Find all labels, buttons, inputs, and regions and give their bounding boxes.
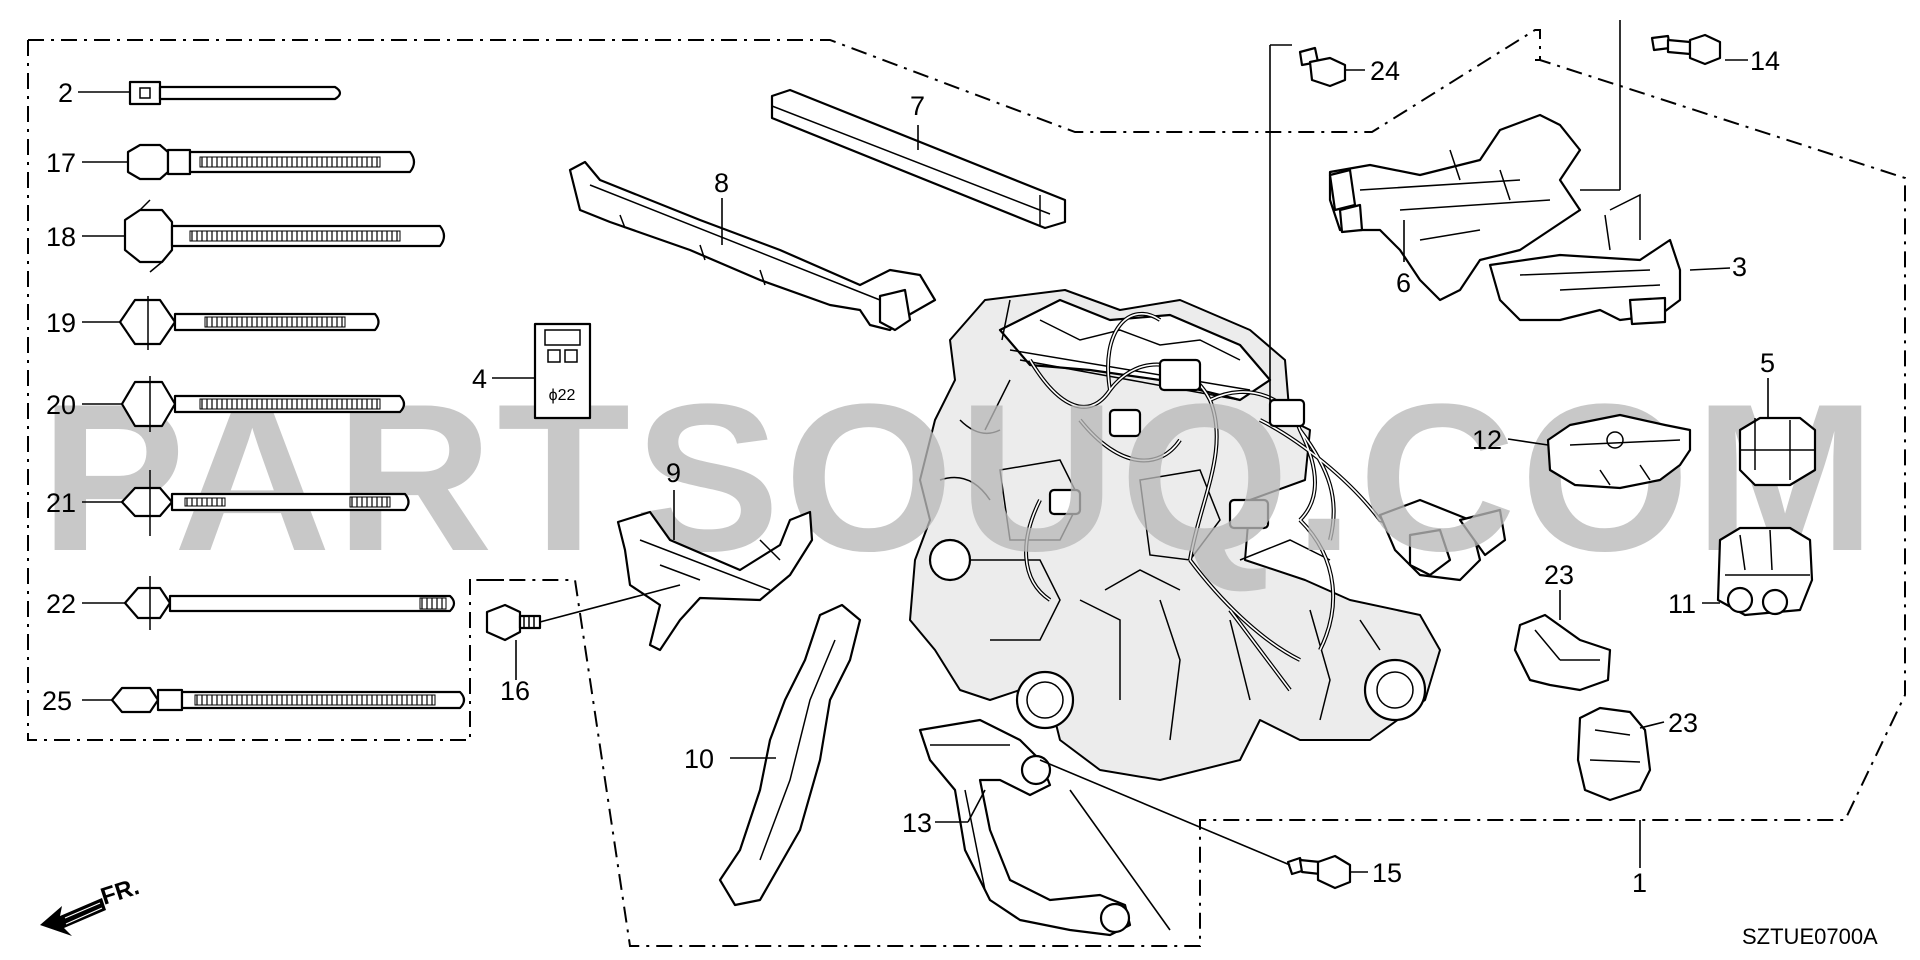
callout-labels: 2 17 18 19 20 21 22 25 4 16 7 8 9 10 13 … [42,46,1780,898]
callout-14: 14 [1750,46,1780,76]
tie-part-18 [123,199,446,273]
bracket-part-10 [718,603,862,907]
callout-23-upper: 23 [1544,560,1574,590]
callout-7: 7 [910,91,925,121]
bolt-part-16 [485,603,542,642]
group-boundary-main [472,59,1906,947]
bolt-part-24 [1298,46,1347,88]
tie-part-2 [128,80,342,106]
part-4-size-label: ϕ22 [549,387,576,404]
tie-part-17 [126,143,416,181]
callout-15: 15 [1372,858,1402,888]
callout-24: 24 [1370,56,1400,86]
engine-assembly [909,289,1507,781]
callout-23-lower: 23 [1668,708,1698,738]
tie-part-21 [120,470,410,536]
clip-part-23-upper [1513,613,1612,692]
front-direction-arrow: FR. [40,873,143,936]
callout-1: 1 [1632,868,1647,898]
tie-part-20 [120,376,406,432]
group-boundary-fasteners [27,40,520,741]
callout-3: 3 [1732,252,1747,282]
group-boundary-top [28,29,1541,133]
tie-part-25 [110,686,466,714]
callout-11: 11 [1668,589,1696,619]
callout-9: 9 [666,458,681,488]
bracket-part-6 [1328,113,1582,302]
tie-part-22 [123,576,456,630]
callout-16: 16 [500,676,530,706]
callout-18: 18 [46,222,76,252]
leader-lines [78,20,1769,931]
bolt-part-14 [1650,33,1722,66]
clip-part-23-lower [1576,706,1652,802]
front-direction-label: FR. [98,873,143,911]
callout-4: 4 [472,364,487,394]
callout-20: 20 [46,390,76,420]
rail-part-7 [770,88,1067,230]
clip-part-4: ϕ22 [533,322,592,420]
bolt-part-15 [1286,854,1352,890]
callout-2: 2 [58,78,73,108]
callout-10: 10 [684,744,714,774]
bracket-part-13 [918,718,1132,937]
cover-part-3 [1488,193,1682,326]
bracket-part-9 [616,510,814,652]
callout-12: 12 [1472,425,1502,455]
callout-8: 8 [714,168,729,198]
tie-part-19 [118,296,380,350]
catalog-code: SZTUE0700A [1742,924,1878,949]
callout-25: 25 [42,686,72,716]
callout-13: 13 [902,808,932,838]
callout-22: 22 [46,589,76,619]
callout-19: 19 [46,308,76,338]
connector-part-11 [1716,526,1814,617]
callout-6: 6 [1396,268,1411,298]
cover-part-12 [1546,413,1692,490]
connector-part-5 [1738,416,1817,487]
bracket-part-8 [568,160,937,332]
callout-21: 21 [46,488,76,518]
callout-5: 5 [1760,348,1775,378]
callout-17: 17 [46,148,76,178]
